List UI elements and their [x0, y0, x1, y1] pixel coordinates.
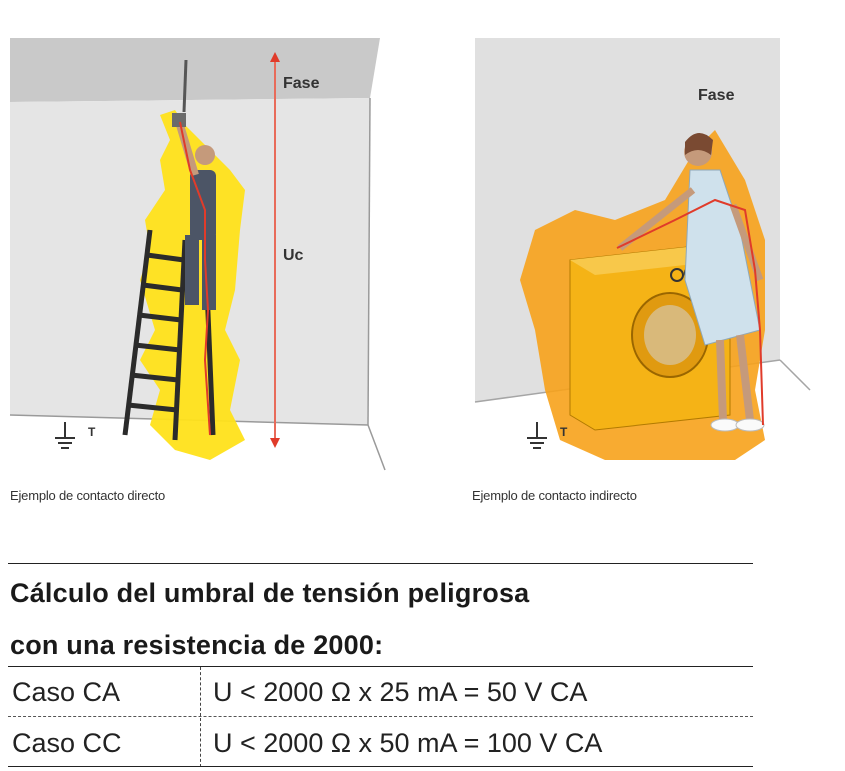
top-rule	[8, 563, 753, 564]
ground-label: T	[560, 425, 568, 439]
table-top-rule	[8, 666, 753, 667]
ground-symbol	[55, 422, 75, 449]
caption-indirect-contact: Ejemplo de contacto indirecto	[472, 488, 637, 503]
section-title-line2: con una resistencia de 2000:	[10, 630, 384, 660]
case-cell: Caso CC	[12, 728, 122, 758]
caption-direct-contact: Ejemplo de contacto directo	[10, 488, 166, 503]
row-divider	[8, 716, 753, 717]
formula-cell: U < 2000 Ω x 25 mA = 50 V CA	[213, 677, 588, 707]
current-path	[616, 198, 764, 426]
indirect-contact-scene: Fase T	[474, 38, 811, 460]
case-cell: Caso CA	[12, 677, 121, 707]
phase-label: Fase	[283, 75, 320, 92]
ceiling	[10, 38, 380, 102]
formula-cell: U < 2000 Ω x 50 mA = 100 V CA	[213, 728, 603, 758]
section-title-line1: Cálculo del umbral de tensión peligrosa	[10, 578, 530, 608]
direct-contact-illustration: Fase Uc T	[0, 30, 400, 480]
voltage-label: Uc	[283, 247, 304, 264]
table-row: Caso CA U < 2000 Ω x 25 mA = 50 V CA	[8, 667, 753, 717]
current-path	[179, 121, 211, 436]
ground-label: T	[88, 425, 96, 439]
column-divider	[200, 667, 201, 767]
woman-figure	[617, 132, 765, 432]
ground-symbol	[527, 422, 547, 449]
direct-contact-scene: Fase Uc T	[9, 38, 386, 471]
phase-label: Fase	[698, 87, 735, 104]
indirect-contact-illustration: Fase T	[465, 30, 825, 480]
table-row: Caso CC U < 2000 Ω x 50 mA = 100 V CA	[8, 718, 753, 768]
table-bottom-rule	[8, 766, 753, 767]
